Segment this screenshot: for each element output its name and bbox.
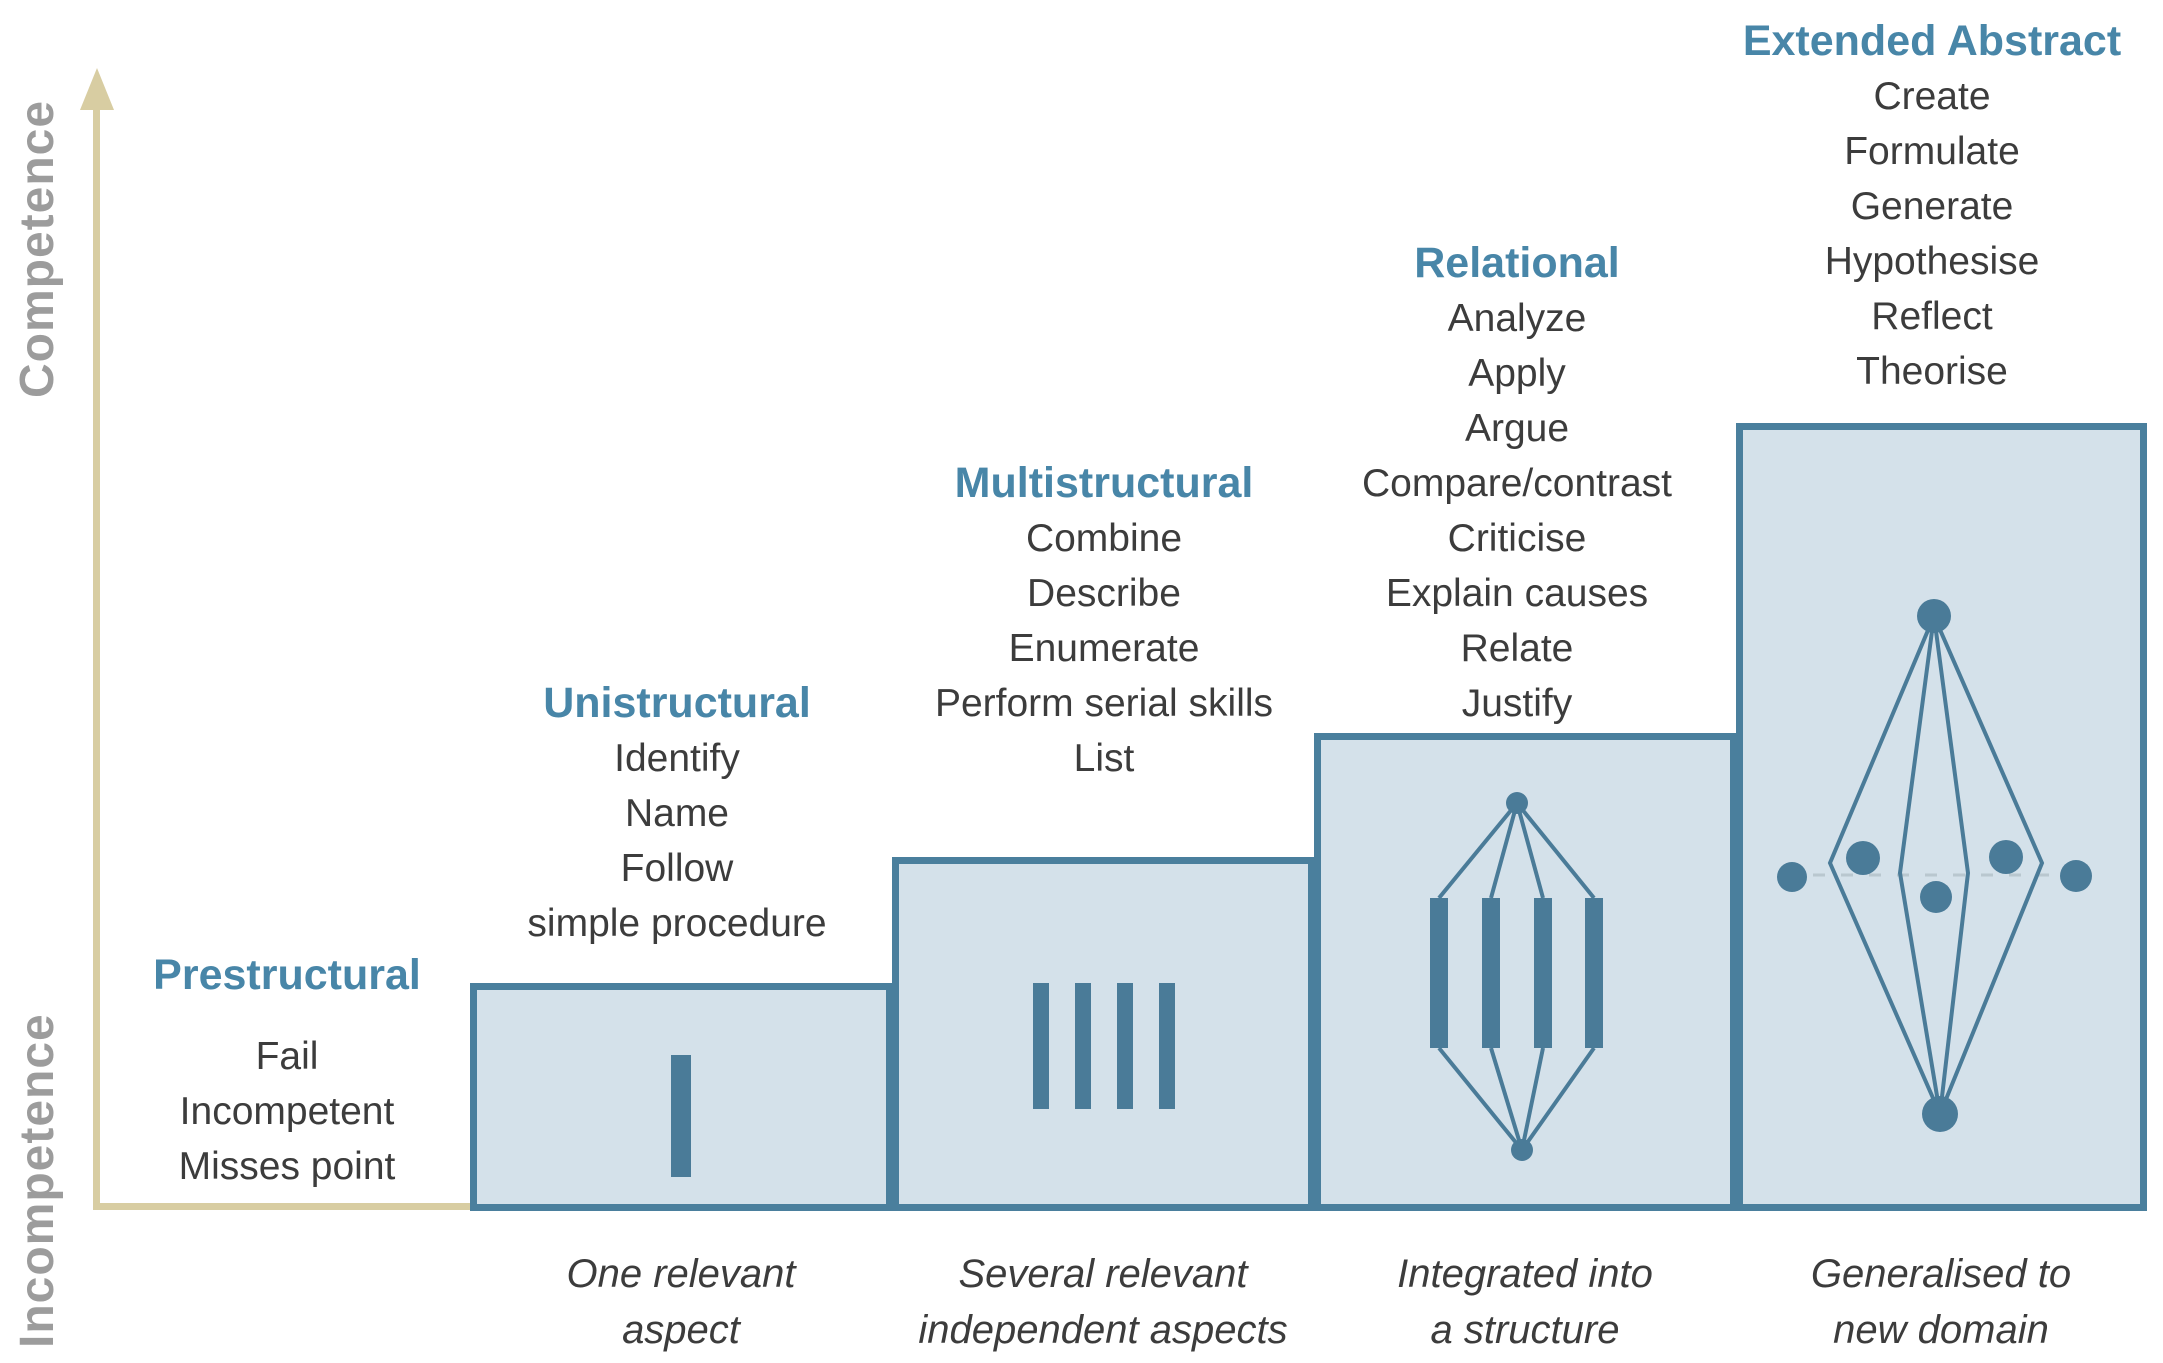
level-heading: Multistructural <box>954 459 1254 507</box>
verb: Create <box>1873 75 1991 118</box>
caption-relational: Integrated into a structure <box>1397 1252 1653 1352</box>
verb: Reflect <box>1871 295 1993 338</box>
level-unistructural: Unistructural Identify Name Follow simpl… <box>417 676 937 951</box>
verb: Misses point <box>178 1145 396 1188</box>
level-prestructural: Prestructural Fail Incompetent Misses po… <box>27 948 547 1194</box>
generalised-network-icon <box>1777 599 2092 1132</box>
verb: Incompetent <box>179 1090 395 1133</box>
four-bars-icon <box>899 983 1308 1109</box>
relational-step-box <box>1314 733 1737 1211</box>
level-heading: Prestructural <box>153 951 421 999</box>
single-bar-icon <box>671 1055 691 1177</box>
level-relational: Relational Analyze Apply Argue Compare/c… <box>1257 236 1777 731</box>
verb: simple procedure <box>527 902 827 945</box>
verb: Apply <box>1468 352 1566 395</box>
verb: Compare/contrast <box>1362 462 1672 505</box>
verb: Criticise <box>1447 517 1587 560</box>
competence-axis-label: Competence <box>11 99 64 398</box>
verb-list: Combine Describe Enumerate Perform seria… <box>844 511 1364 786</box>
verb: List <box>1073 737 1135 780</box>
verb: Name <box>624 792 730 835</box>
verb: Formulate <box>1844 130 2020 173</box>
verb: Identify <box>614 737 740 780</box>
integrated-structure-icon <box>1430 792 1603 1161</box>
level-extended-abstract: Extended Abstract Create Formulate Gener… <box>1672 14 2163 399</box>
unistructural-step-box <box>470 983 893 1211</box>
multistructural-step-box <box>892 857 1315 1211</box>
verb: Generate <box>1850 185 2014 228</box>
verb: Justify <box>1461 682 1573 725</box>
verb-list: Analyze Apply Argue Compare/contrast Cri… <box>1257 291 1777 731</box>
y-axis-line <box>93 100 100 1210</box>
level-multistructural: Multistructural Combine Describe Enumera… <box>844 456 1364 786</box>
verb-list: Identify Name Follow simple procedure <box>417 731 937 951</box>
verb: Analyze <box>1447 297 1587 340</box>
caption-extended: Generalised to new domain <box>1810 1252 2072 1352</box>
level-heading: Relational <box>1414 239 1620 287</box>
caption-multistructural: Several relevant independent aspects <box>918 1252 1288 1352</box>
verb: Explain causes <box>1385 572 1649 615</box>
verb: Hypothesise <box>1824 240 2040 283</box>
x-axis-line <box>93 1203 478 1210</box>
verb: Theorise <box>1856 350 2008 393</box>
caption-unistructural: One relevant aspect <box>566 1252 796 1352</box>
level-heading: Unistructural <box>543 679 811 727</box>
level-heading: Extended Abstract <box>1742 17 2122 65</box>
verb: Combine <box>1025 517 1183 560</box>
verb: Argue <box>1464 407 1570 450</box>
verb: Perform serial skills <box>934 682 1274 725</box>
verb-list: Fail Incompetent Misses point <box>27 1029 547 1194</box>
verb: Enumerate <box>1008 627 1200 670</box>
verb-list: Create Formulate Generate Hypothesise Re… <box>1672 69 2163 399</box>
extended-abstract-step-box <box>1736 423 2147 1211</box>
verb: Follow <box>620 847 734 890</box>
verb: Describe <box>1027 572 1181 615</box>
verb: Fail <box>255 1035 319 1078</box>
verb: Relate <box>1460 627 1574 670</box>
